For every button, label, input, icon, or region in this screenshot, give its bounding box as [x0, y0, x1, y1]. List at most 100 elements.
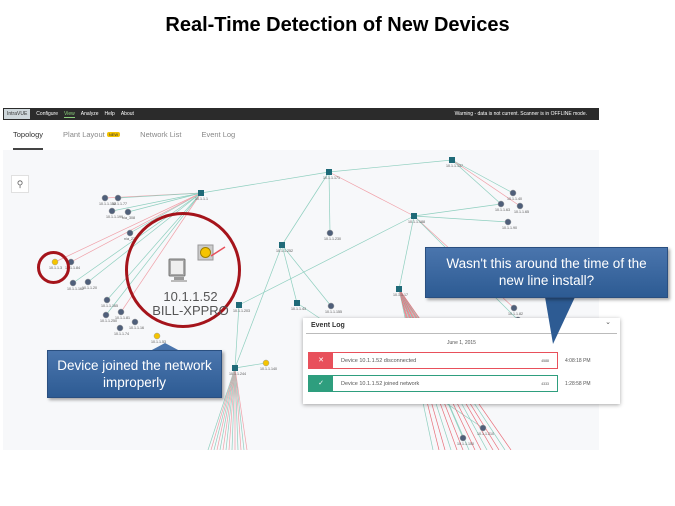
- switch-node[interactable]: [294, 300, 300, 306]
- switch-node[interactable]: [411, 213, 417, 219]
- event-message: Device 10.1.1.52 disconnected: [341, 357, 417, 364]
- new-badge: NEW: [106, 132, 121, 138]
- link-line: [328, 171, 331, 234]
- event-row[interactable]: ✓ Device 10.1.1.52 joined network 4333: [308, 375, 558, 392]
- menu-help[interactable]: Help: [104, 111, 115, 117]
- link-line: [219, 367, 236, 450]
- device-ip: 10.1.1.52: [163, 289, 218, 304]
- device-node[interactable]: [153, 332, 161, 340]
- switch-node[interactable]: [232, 365, 238, 371]
- device-node[interactable]: [126, 229, 134, 237]
- link-line: [234, 244, 283, 369]
- event-log-title: Event Log: [306, 318, 617, 334]
- link-line: [238, 215, 415, 306]
- switch-node[interactable]: [236, 302, 242, 308]
- link-line: [413, 203, 502, 217]
- device-node[interactable]: [131, 318, 139, 326]
- device-node[interactable]: [516, 202, 524, 210]
- switch-node[interactable]: [396, 286, 402, 292]
- right-callout-pointer: [545, 297, 575, 344]
- node-label: 10.1.1.244: [229, 372, 246, 376]
- device-node[interactable]: [510, 304, 518, 312]
- device-node[interactable]: [124, 208, 132, 216]
- computer-monitor-icon: [168, 258, 187, 282]
- node-label: 10.1.1.188: [408, 220, 425, 224]
- menu-about[interactable]: About: [120, 111, 134, 117]
- link-line: [213, 367, 236, 450]
- link-line: [234, 362, 267, 369]
- menu-analyze[interactable]: Analyze: [80, 111, 99, 117]
- link-line: [117, 192, 202, 199]
- link-line: [216, 367, 236, 450]
- device-node[interactable]: [509, 189, 517, 197]
- tab-plant-layout[interactable]: Plant Layout NEW: [63, 120, 121, 150]
- device-node[interactable]: [114, 194, 122, 202]
- event-code: 4588: [541, 358, 549, 363]
- link-line: [451, 159, 514, 194]
- node-label: 10.1.1.165: [101, 304, 118, 308]
- node-label: 10.1.1.90: [502, 226, 517, 230]
- node-label: 10.1.1.53: [151, 340, 166, 344]
- device-node[interactable]: [108, 207, 116, 215]
- device-node[interactable]: [326, 229, 334, 237]
- device-node[interactable]: [262, 359, 270, 367]
- close-icon: ✕: [309, 353, 333, 368]
- switch-node[interactable]: [279, 242, 285, 248]
- device-node[interactable]: [117, 308, 125, 316]
- node-label: 10.1.1.63: [495, 208, 510, 212]
- menu-view[interactable]: View: [63, 110, 75, 118]
- link-line: [234, 367, 248, 450]
- event-time: 4:08:18 PM: [565, 358, 591, 364]
- node-label: 10.1.1.140: [260, 367, 277, 371]
- event-time: 1:28:58 PM: [565, 381, 591, 387]
- link-line: [70, 192, 202, 263]
- menu-bar: IntraVUE Configure View Analyze Help Abo…: [3, 108, 599, 120]
- tab-topology[interactable]: Topology: [13, 120, 44, 150]
- slide-title: Real-Time Detection of New Devices: [165, 14, 510, 36]
- node-label: 10.1.1.43: [291, 307, 306, 311]
- event-log-date: June 1, 2015: [447, 340, 476, 346]
- device-node[interactable]: [116, 324, 124, 332]
- chevron-down-icon[interactable]: ⌄: [605, 319, 611, 326]
- link-line: [413, 215, 509, 223]
- node-label: 10.1.1.74: [114, 332, 129, 336]
- link-line: [328, 171, 415, 217]
- device-node[interactable]: [101, 194, 109, 202]
- link-line: [451, 159, 521, 207]
- node-label: 10.1.1.162: [67, 287, 84, 291]
- device-node[interactable]: [504, 218, 512, 226]
- search-button[interactable]: ⚲: [11, 175, 29, 193]
- topology-graph: 10.1.1.110.1.1.17110.1.1.13710.1.1.18810…: [49, 157, 529, 450]
- link-line: [234, 367, 245, 450]
- link-line: [234, 304, 240, 369]
- link-line: [222, 367, 236, 450]
- device-node[interactable]: [69, 279, 77, 287]
- node-label: 10.1.1.1: [195, 197, 208, 201]
- node-label: 10.1.1.81: [115, 316, 130, 320]
- switch-node[interactable]: [326, 169, 332, 175]
- highlight-circle-small: [37, 251, 70, 284]
- device-node[interactable]: [103, 296, 111, 304]
- switch-node[interactable]: [449, 157, 455, 163]
- event-row[interactable]: ✕ Device 10.1.1.52 disconnected 4588: [308, 352, 558, 369]
- event-message: Device 10.1.1.52 joined network: [341, 380, 420, 387]
- callout-left: Device joined the network improperly: [47, 350, 222, 398]
- device-node[interactable]: [479, 424, 487, 432]
- app-brand: IntraVUE: [4, 109, 31, 119]
- switch-node[interactable]: [198, 190, 204, 196]
- node-label: 10.1.1.152: [99, 202, 116, 206]
- link-line: [207, 367, 236, 450]
- device-label: 10.1.1.52 BILL-XPPRO: [143, 290, 238, 318]
- tab-network-list[interactable]: Network List: [140, 130, 182, 139]
- node-label: 10.1.1.210: [477, 432, 494, 436]
- device-node[interactable]: [84, 278, 92, 286]
- device-node[interactable]: [497, 200, 505, 208]
- device-node[interactable]: [327, 302, 335, 310]
- device-node[interactable]: [459, 434, 467, 442]
- tab-event-log[interactable]: Event Log: [201, 130, 236, 139]
- menu-configure[interactable]: Configure: [36, 111, 58, 117]
- search-icon: ⚲: [16, 179, 24, 189]
- device-node[interactable]: [102, 311, 110, 319]
- link-line: [111, 192, 202, 212]
